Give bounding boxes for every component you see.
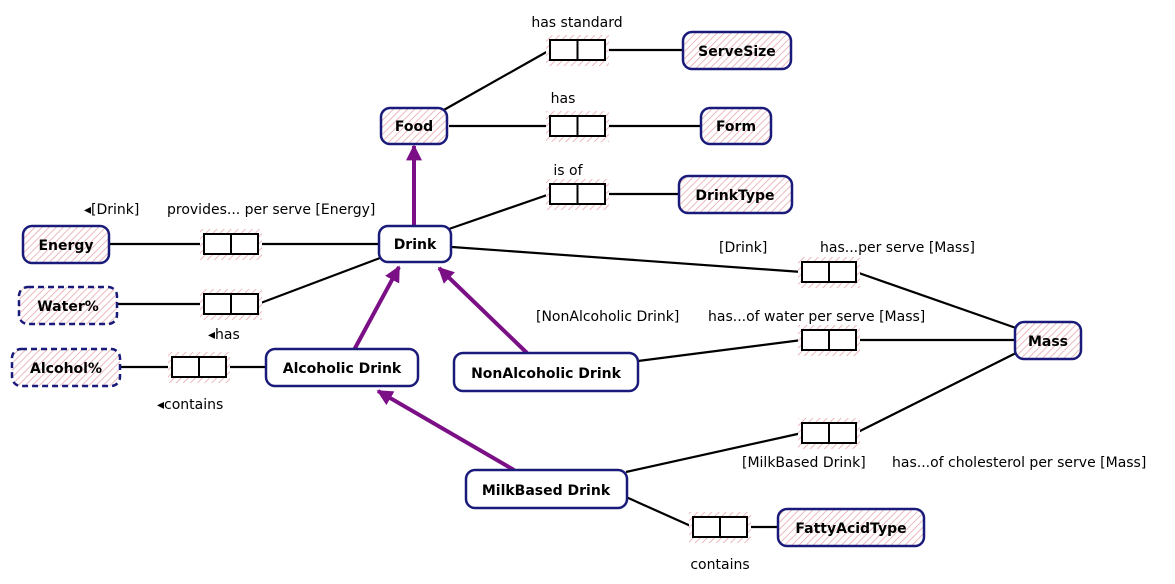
role-box[interactable]	[689, 512, 751, 543]
role-box[interactable]	[798, 418, 860, 449]
reading-energy: provides... per serve [Energy]	[167, 202, 375, 218]
entity-drink-label: Drink	[394, 237, 437, 253]
entity-alcohol-pct[interactable]: Alcohol%	[10, 347, 122, 388]
entity-fatty-acid-type[interactable]: FattyAcidType	[776, 507, 926, 548]
entity-energy[interactable]: Energy	[21, 224, 111, 265]
entity-milkbased-drink[interactable]: MilkBased Drink	[464, 468, 629, 510]
entity-energy-label: Energy	[38, 238, 93, 254]
entity-form[interactable]: Form	[699, 106, 773, 146]
reading-has-standard: has standard	[531, 15, 622, 31]
role-box[interactable]	[546, 111, 609, 142]
entity-drink[interactable]: Drink	[377, 224, 453, 264]
entity-water-pct[interactable]: Water%	[17, 285, 119, 326]
role-box[interactable]	[200, 229, 262, 260]
entity-alcoholic-drink[interactable]: Alcoholic Drink	[264, 347, 420, 388]
reading-water-mass: has...of water per serve [Mass]	[708, 309, 925, 325]
entity-alcoholic-drink-label: Alcoholic Drink	[283, 361, 402, 377]
role-box[interactable]	[798, 257, 860, 288]
entity-fatty-acid-type-label: FattyAcidType	[795, 521, 906, 537]
subtype-arrow-milkbased-drink	[376, 389, 516, 472]
subtype-arrow-nonalcoholic-drink	[437, 266, 529, 355]
role-box[interactable]	[798, 325, 860, 356]
entity-food[interactable]: Food	[379, 106, 449, 146]
reading-alcohol: ◂contains	[157, 397, 223, 413]
entity-nonalcoholic-drink-label: NonAlcoholic Drink	[471, 366, 621, 382]
entity-mass-label: Mass	[1028, 334, 1068, 350]
reading-mass-ref: [Drink]	[719, 240, 767, 256]
reading-cholesterol: has...of cholesterol per serve [Mass]	[892, 455, 1146, 471]
entity-form-label: Form	[716, 119, 756, 135]
role-box[interactable]	[200, 289, 262, 320]
reading-is-of: is of	[553, 163, 583, 179]
entity-drink-type[interactable]: DrinkType	[677, 174, 794, 215]
entity-serve-size-label: ServeSize	[698, 44, 776, 60]
role-box[interactable]	[546, 179, 609, 210]
reading-has: has	[551, 91, 576, 107]
reading-mass: has...per serve [Mass]	[820, 240, 975, 256]
connector-lines	[110, 48, 1019, 529]
subtype-arrows	[352, 144, 529, 472]
entity-drink-type-label: DrinkType	[695, 188, 774, 204]
role-box[interactable]	[546, 35, 609, 66]
reading-energy-ref: ◂[Drink]	[84, 202, 139, 218]
entity-nonalcoholic-drink[interactable]: NonAlcoholic Drink	[452, 351, 640, 393]
reading-water-mass-ref: [NonAlcoholic Drink]	[536, 309, 679, 325]
role-box[interactable]	[168, 352, 230, 383]
subtype-arrow-alcoholic-drink	[352, 265, 401, 351]
entity-milkbased-drink-label: MilkBased Drink	[482, 483, 611, 499]
reading-contains: contains	[690, 557, 749, 573]
entity-alcohol-pct-label: Alcohol%	[30, 361, 102, 377]
entity-food-label: Food	[395, 119, 433, 135]
entity-water-pct-label: Water%	[37, 299, 99, 315]
entity-mass[interactable]: Mass	[1013, 320, 1083, 361]
reading-water: ◂has	[208, 327, 240, 343]
reading-cholesterol-ref: [MilkBased Drink]	[742, 455, 866, 471]
entity-serve-size[interactable]: ServeSize	[681, 30, 793, 71]
